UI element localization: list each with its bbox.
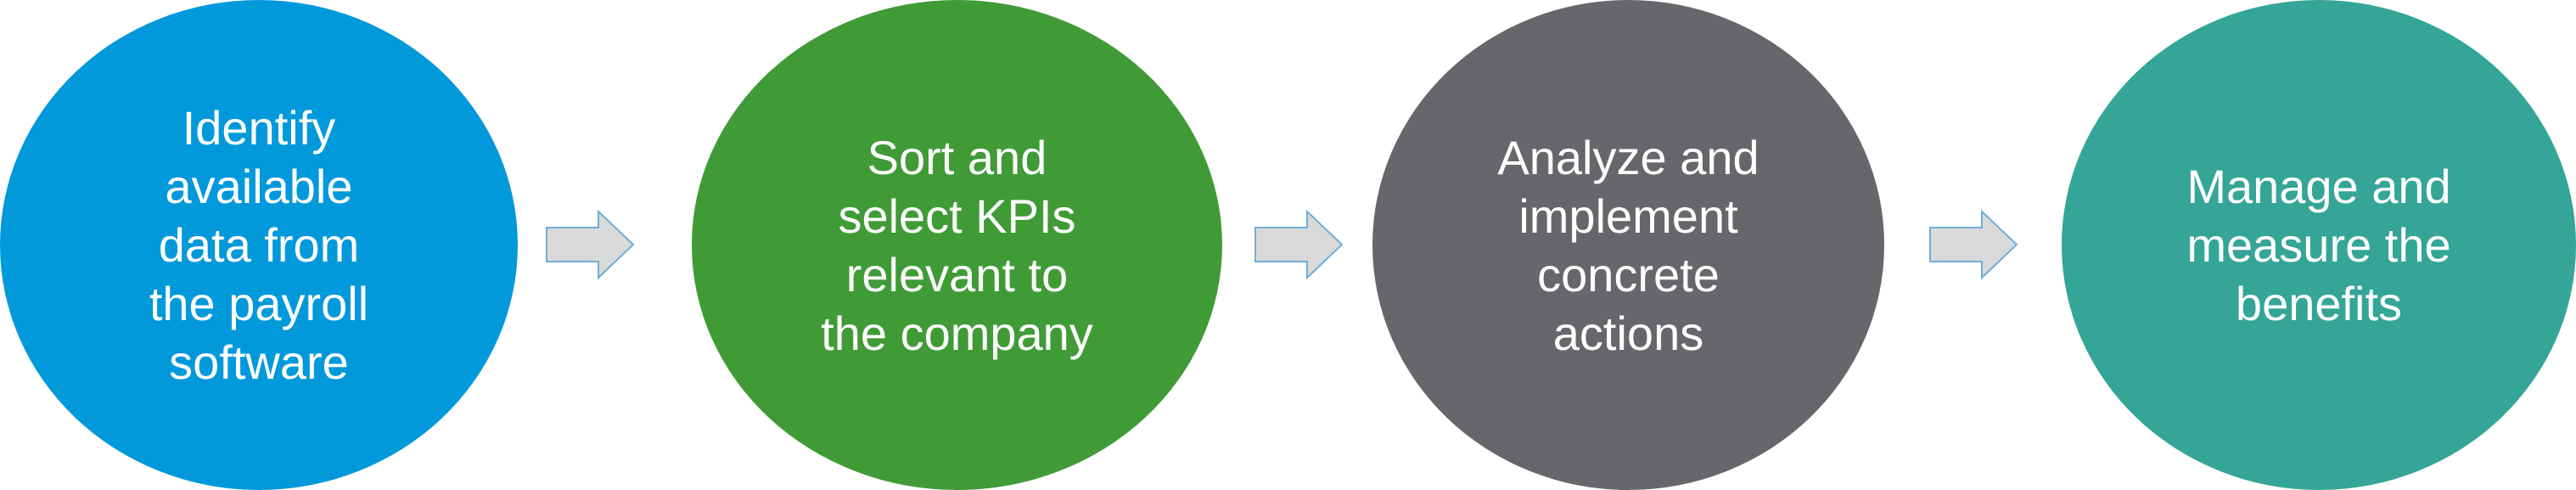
step-circle-select-kpis: Sort and select KPIs relevant to the com… bbox=[692, 0, 1222, 490]
arrow-right-icon bbox=[546, 209, 635, 280]
arrow-right-icon bbox=[1929, 209, 2018, 280]
step-label: Sort and select KPIs relevant to the com… bbox=[821, 130, 1093, 360]
arrow-right-icon bbox=[1254, 209, 1344, 280]
step-label: Analyze and implement concrete actions bbox=[1497, 130, 1759, 360]
step-label: Identify available data from the payroll… bbox=[149, 101, 369, 389]
step-circle-identify-data: Identify available data from the payroll… bbox=[0, 0, 518, 490]
step-circle-manage-measure: Manage and measure the benefits bbox=[2062, 0, 2576, 490]
step-circle-analyze-implement: Analyze and implement concrete actions bbox=[1372, 0, 1884, 490]
step-label: Manage and measure the benefits bbox=[2186, 160, 2451, 330]
